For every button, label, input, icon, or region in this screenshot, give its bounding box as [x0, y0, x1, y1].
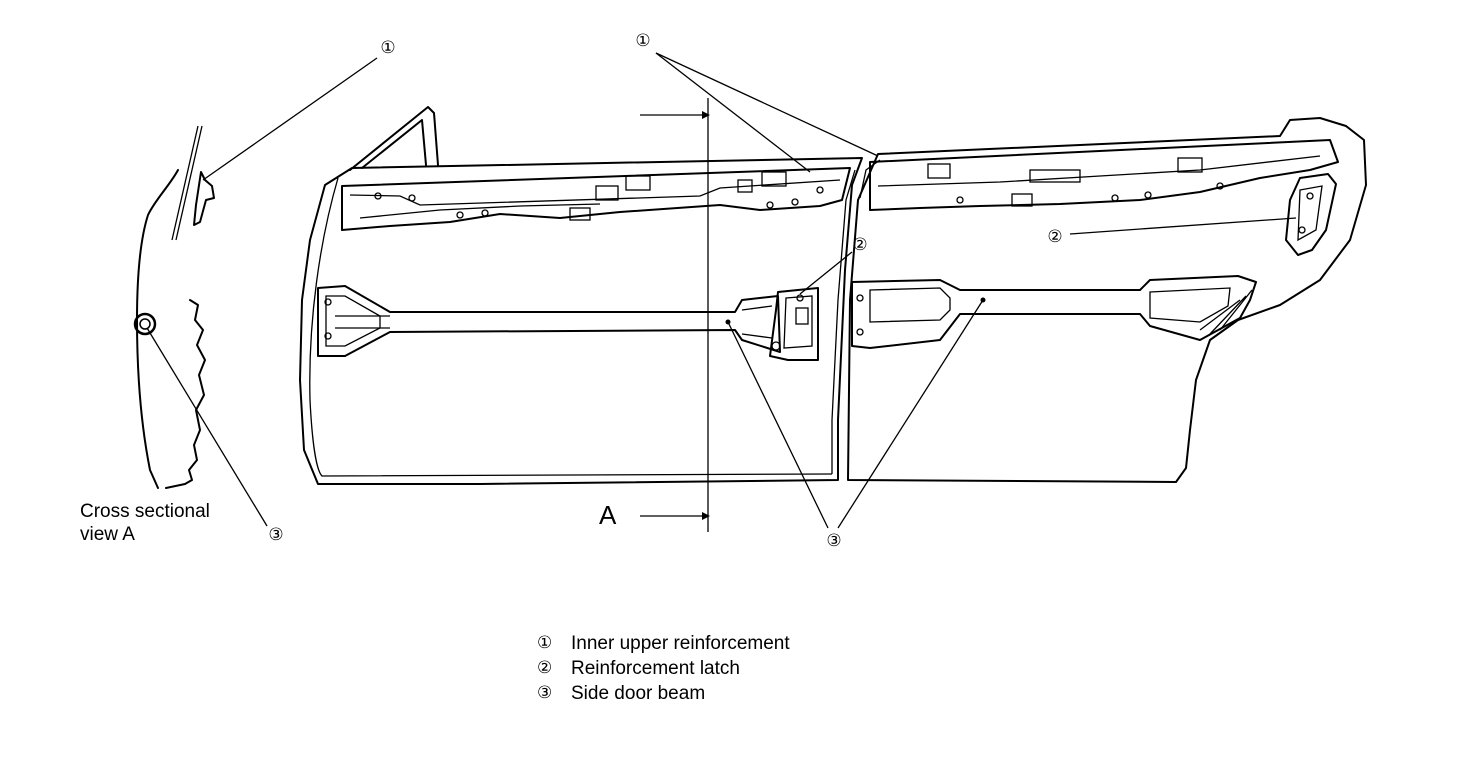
legend-item: ③ Side door beam — [537, 681, 790, 706]
legend-label: Side door beam — [571, 683, 706, 704]
callout-number: ③ — [826, 531, 841, 551]
legend-item: ① Inner upper reinforcement — [537, 631, 790, 656]
legend-number: ① — [537, 633, 553, 653]
callout-number: ② — [1047, 227, 1062, 247]
legend-label: Inner upper reinforcement — [571, 633, 790, 654]
view-letter-label: A — [599, 500, 617, 530]
callout-number: ① — [635, 31, 650, 51]
callout-number: ① — [380, 38, 395, 58]
front-door — [299, 106, 863, 485]
legend: ① Inner upper reinforcement ② Reinforcem… — [537, 631, 790, 706]
legend-number: ③ — [537, 683, 553, 703]
cross-section-view — [133, 125, 215, 489]
leader-lines — [146, 52, 1297, 529]
section-line-a — [640, 98, 710, 532]
cross-section-caption: Cross sectional view A — [80, 501, 210, 545]
rear-door — [847, 117, 1367, 483]
legend-number: ② — [537, 658, 553, 678]
legend-label: Reinforcement latch — [571, 658, 740, 679]
callout-number: ② — [852, 235, 867, 255]
callout-number: ③ — [268, 525, 283, 545]
legend-item: ② Reinforcement latch — [537, 656, 790, 681]
